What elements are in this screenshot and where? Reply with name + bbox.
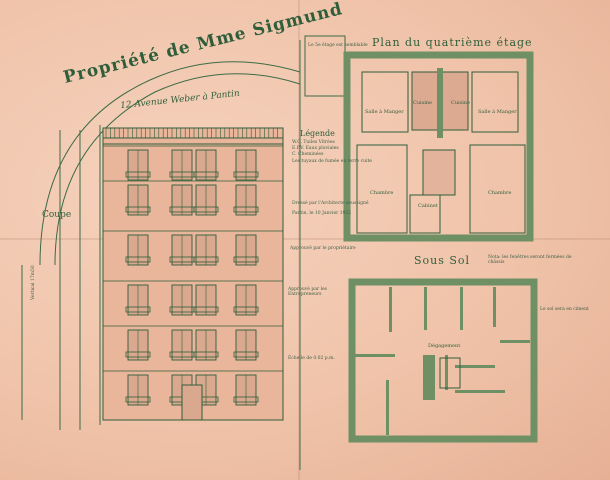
basement-plan: [348, 278, 538, 443]
upper-plan-heading: Plan du quatrième étage: [372, 36, 533, 49]
interior-wall: [355, 354, 395, 357]
room-outline: [469, 144, 526, 234]
balcony-railing: [125, 351, 151, 358]
section-label: Coupe: [42, 210, 72, 220]
balcony-railing: [193, 306, 219, 313]
interior-wall: [386, 380, 389, 435]
balcony-railing: [125, 206, 151, 213]
staircase: [422, 149, 456, 196]
balcony-railing: [125, 256, 151, 263]
staircase: [439, 357, 461, 389]
floor-note: Le sol sera en ciment: [540, 307, 589, 312]
balcony-railing: [233, 306, 259, 313]
interior-wall: [500, 340, 530, 343]
room-label: Cuisine: [451, 100, 470, 106]
legend-line: W.C. Tuiles Vitrées: [292, 140, 335, 145]
balcony-railing: [233, 351, 259, 358]
exterior-wall: [348, 278, 538, 443]
paper-fold: [298, 0, 300, 480]
balcony-railing: [193, 171, 219, 178]
interior-wall: [455, 365, 495, 368]
room-label: Cabinet: [418, 203, 438, 209]
interior-wall: [493, 287, 496, 327]
interior-wall: [423, 355, 435, 400]
exterior-wall: [343, 51, 534, 242]
facade-elevation: [102, 127, 284, 421]
balcony-railing: [125, 396, 151, 403]
room-label: Chambre: [488, 190, 512, 196]
section-arc-inner: [54, 73, 301, 266]
room-label: Chambre: [370, 190, 394, 196]
cabinet-outline: [409, 194, 441, 234]
scale-label: Échelle de 0.02 p.m.: [288, 356, 335, 361]
paper-fold: [0, 238, 610, 240]
balcony-railing: [125, 171, 151, 178]
legend-line: C. Cheminées: [292, 152, 324, 157]
balcony-railing: [233, 206, 259, 213]
room-label: Cuisine: [413, 100, 432, 106]
legend-heading: Légende: [300, 129, 335, 138]
basement-heading: Sous Sol: [414, 254, 471, 267]
chimney-wall: [437, 68, 443, 138]
drawn-by: Dressé par l'Architecte soussigné: [292, 201, 369, 206]
entrance-door: [181, 384, 203, 421]
interior-wall: [445, 355, 448, 390]
upper-plan-note: Le 5e étage est semblable: [308, 43, 368, 48]
room-label: Salle à Manger: [365, 109, 404, 115]
room-label: Salle à Manger: [478, 109, 517, 115]
interior-wall: [460, 287, 463, 330]
room-outline: [361, 71, 409, 133]
basement-note: Nota: les fenêtres seront fermées de châ…: [488, 255, 572, 265]
cornice: [102, 137, 284, 145]
balcony-railing: [193, 256, 219, 263]
legend-line: Les tuyaux de fumée en terre cuite: [292, 159, 372, 164]
balcony-railing: [233, 256, 259, 263]
balcony-railing: [233, 171, 259, 178]
room-label: Dégagement: [428, 343, 461, 349]
interior-wall: [389, 287, 392, 332]
balcony-railing: [233, 396, 259, 403]
vertical-label: Vertical 17m50: [31, 265, 36, 300]
contractor-note: Approuvé par les Entrepreneurs: [288, 287, 327, 297]
fourth-floor-plan: [343, 51, 534, 242]
balcony-railing: [125, 306, 151, 313]
approved-note: Approuvé par le propriétaire: [290, 246, 356, 251]
section-arc: [39, 61, 301, 266]
legend-line: E.P.V. Eaux pluviales: [292, 146, 339, 151]
balcony-railing: [193, 206, 219, 213]
room-outline: [471, 71, 519, 133]
balcony-railing: [193, 351, 219, 358]
interior-wall: [424, 287, 427, 330]
drawing-date: Pantin, le 10 Janvier 1922: [292, 211, 352, 216]
room-outline: [356, 144, 408, 234]
interior-wall: [455, 390, 505, 393]
